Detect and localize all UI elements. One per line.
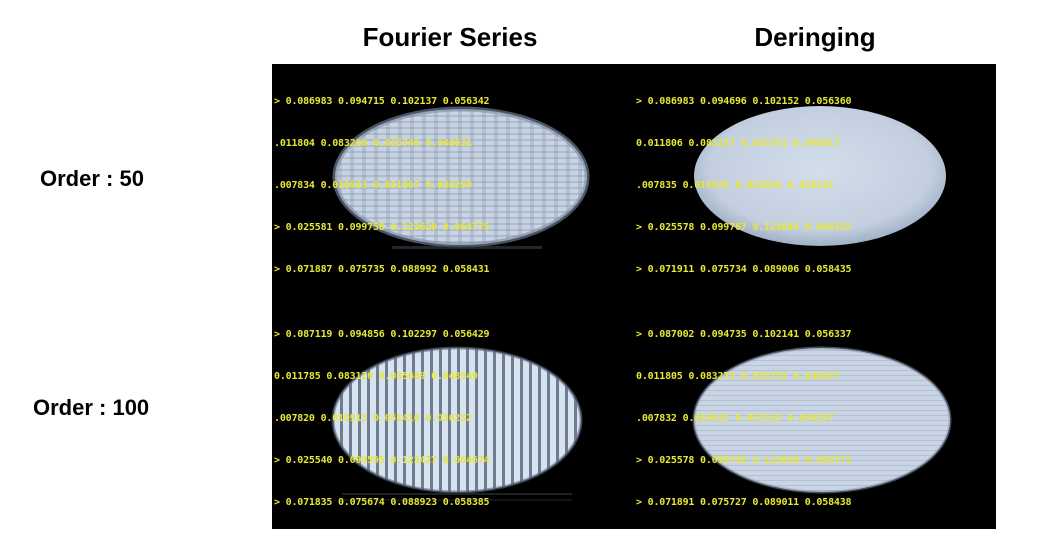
overlay-line: .007832 0.010932 0.051519 0.036297 bbox=[636, 413, 834, 424]
overlay-line: .007820 0.010913 0.051410 0.036232 bbox=[274, 413, 472, 424]
overlay-line: > 0.071835 0.075674 0.088923 0.058385 bbox=[274, 497, 490, 508]
panel-order100-deringing: > 0.087002 0.094735 0.102141 0.056337 0.… bbox=[634, 297, 992, 527]
overlay-line: > 0.071887 0.075735 0.088992 0.058431 bbox=[274, 264, 490, 275]
panel-order100-fourier: > 0.087119 0.094856 0.102297 0.056429 0.… bbox=[272, 297, 630, 527]
overlay-line: > 0.071891 0.075727 0.089011 0.058438 bbox=[636, 497, 852, 508]
overlay-line: > 0.087002 0.094735 0.102141 0.056337 bbox=[636, 329, 852, 340]
overlay-line: 0.011805 0.083275 0.035752 0.048627 bbox=[636, 371, 840, 382]
disk-image-order100-fourier bbox=[331, 346, 583, 501]
overlay-line: 0.011806 0.083257 0.035751 0.048617 bbox=[636, 138, 840, 149]
overlay-line: > 0.071911 0.075734 0.089006 0.058435 bbox=[636, 264, 852, 275]
row-label-order-50: Order : 50 bbox=[40, 166, 144, 191]
disk-image-order50-deringing bbox=[694, 106, 946, 246]
disk-image-order50-fourier bbox=[332, 106, 590, 249]
overlay-line: > 0.025578 0.099738 0.123626 0.064771 bbox=[636, 455, 852, 466]
row-label-order-100: Order : 100 bbox=[33, 395, 150, 420]
overlay-line: > 0.086983 0.094696 0.102152 0.056360 bbox=[636, 96, 852, 107]
overlay-line: > 0.025540 0.099595 0.123427 0.064674 bbox=[274, 455, 490, 466]
overlay-line: > 0.086983 0.094715 0.102137 0.056342 bbox=[274, 96, 490, 107]
value-overlay: > 0.086983 0.094696 0.102152 0.056360 0.… bbox=[636, 67, 992, 294]
panel-order50-fourier: > 0.086983 0.094715 0.102137 0.056342 .0… bbox=[272, 64, 630, 294]
panel-order50-deringing: > 0.086983 0.094696 0.102152 0.056360 0.… bbox=[634, 64, 992, 294]
value-overlay: > 0.087002 0.094735 0.102141 0.056337 0.… bbox=[636, 300, 992, 527]
overlay-line: > 0.087119 0.094856 0.102297 0.056429 bbox=[274, 329, 490, 340]
overlay-line: .007834 0.010933 0.051807 0.036299 bbox=[274, 180, 472, 191]
disk-image-order100-deringing bbox=[692, 346, 952, 494]
overlay-line: > 0.025578 0.099767 0.123604 0.064762 bbox=[636, 222, 852, 233]
column-header-fourier-series: Fourier Series bbox=[362, 22, 538, 52]
overlay-line: .007835 0.010929 0.051809 0.036291 bbox=[636, 180, 834, 191]
column-header-deringing: Deringing bbox=[754, 22, 876, 52]
image-grid: > 0.086983 0.094715 0.102137 0.056342 .0… bbox=[272, 64, 996, 529]
overlay-line: > 0.025581 0.099758 0.123629 0.064775 bbox=[274, 222, 490, 233]
value-overlay: > 0.087119 0.094856 0.102297 0.056429 0.… bbox=[274, 300, 630, 527]
value-overlay: > 0.086983 0.094715 0.102137 0.056342 .0… bbox=[274, 67, 630, 294]
overlay-line: .011804 0.083269 0.035749 0.048631 bbox=[274, 138, 472, 149]
overlay-line: 0.011785 0.083126 0.035689 0.048549 bbox=[274, 371, 478, 382]
